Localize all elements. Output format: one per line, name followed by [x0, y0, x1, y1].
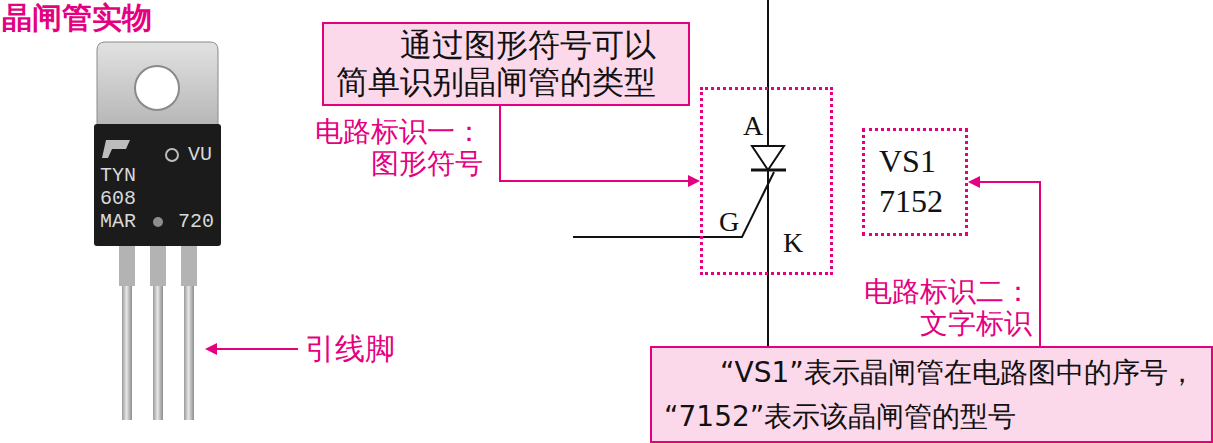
callout-text: “VS1”表示晶闸管在电路图中的序号，“7152”表示该晶闸管的型号	[664, 351, 1199, 438]
lead-pin	[122, 286, 132, 420]
package-marking-holder: 608	[100, 189, 136, 209]
mounting-hole	[135, 66, 179, 110]
photo-title-holder: 晶闸管实物	[2, 1, 152, 34]
pin-leader	[205, 343, 298, 355]
designator-text: VS1	[879, 141, 936, 181]
maker-logo	[102, 140, 130, 158]
diode-triangle	[752, 146, 784, 170]
designator-text: 7152	[879, 181, 943, 221]
callout-box: “VS1”表示晶闸管在电路图中的序号，“7152”表示该晶闸管的型号	[650, 346, 1213, 443]
callout-label-holder: 电路标识一：图形符号	[311, 116, 483, 180]
package-marking: TYN	[100, 166, 136, 186]
callout-box: 通过图形符号可以简单识别晶闸管的类型	[322, 22, 690, 106]
thyristor-photo	[94, 42, 221, 420]
callout-label: 电路标识二：文字标识	[860, 276, 1032, 340]
pin-label: 引线脚	[305, 332, 395, 365]
photo-title: 晶闸管实物	[2, 1, 152, 34]
pin-shoulder	[119, 246, 135, 286]
pin-shoulder	[150, 246, 166, 286]
package-marking-holder: TYN	[100, 166, 136, 186]
arrowhead	[688, 175, 700, 187]
connector-line	[500, 106, 688, 181]
callout-label: 电路标识一：图形符号	[311, 116, 483, 180]
ecopack-logo	[166, 149, 178, 161]
package-marking: VU	[188, 145, 212, 165]
package-marking: MAR	[100, 212, 136, 232]
package-marking-holder: VU	[188, 145, 212, 165]
leader-line	[215, 348, 298, 350]
heatsink-tab	[97, 42, 218, 130]
connector	[500, 106, 700, 187]
lead-pin	[184, 286, 194, 420]
symbol-frame: AGK	[700, 87, 833, 275]
package-marking-holder: 720	[178, 212, 214, 232]
callout-label-holder: 电路标识二：文字标识	[860, 276, 1032, 340]
package-marking-holder: MAR	[100, 212, 136, 232]
lead-pin	[153, 286, 163, 420]
date-logo	[153, 217, 163, 227]
package-marking: 720	[178, 212, 214, 232]
pin-shoulder	[181, 246, 197, 286]
cathode-bar	[751, 169, 786, 172]
package-body	[94, 124, 221, 246]
leader-arrowhead	[205, 343, 217, 355]
designator-box: VS17152	[862, 128, 968, 236]
package-marking: 608	[100, 189, 136, 209]
callout-text: 通过图形符号可以简单识别晶闸管的类型	[336, 27, 676, 101]
arrowhead	[968, 176, 980, 188]
pin-label-holder: 引线脚	[305, 332, 395, 365]
